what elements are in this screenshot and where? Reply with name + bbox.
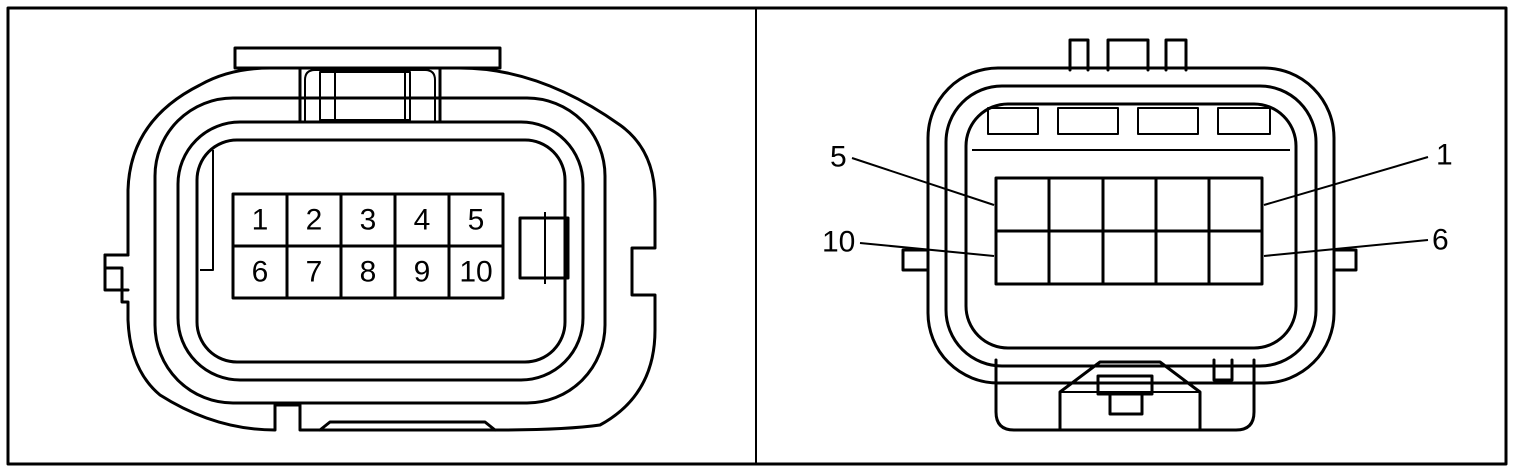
left-side-key	[518, 216, 570, 280]
pin-label: 7	[306, 256, 323, 289]
right-outer-body	[926, 66, 1336, 385]
right-inner-ring	[944, 84, 1318, 368]
right-connector-view: 5 10 1 6	[822, 38, 1453, 432]
pin-label: 2	[306, 204, 323, 237]
pin-label: 3	[360, 204, 377, 237]
left-bottom-tab	[318, 420, 497, 432]
right-pocket-4	[1217, 107, 1271, 135]
right-top-tab-2	[1106, 38, 1150, 72]
left-connector-view: 1 2 3 4 5 6 7 8 9 10	[103, 46, 657, 432]
right-top-tab-1	[1068, 38, 1090, 72]
right-pocket-1	[987, 107, 1039, 135]
callout-leader-6	[1263, 239, 1429, 257]
right-inner-ring-2	[964, 102, 1298, 350]
left-inner-ring	[153, 96, 607, 405]
left-side-lug	[103, 253, 130, 292]
right-bottom-latch	[994, 358, 1256, 432]
pin-label: 6	[252, 256, 269, 289]
right-side-ear-right	[1332, 248, 1358, 272]
right-top-tab-3	[1164, 38, 1188, 72]
left-top-latch	[233, 46, 502, 124]
callout-label-top-left: 5	[830, 141, 847, 174]
left-inner-ring-2	[176, 120, 585, 382]
callout-label-bottom-right: 6	[1432, 224, 1449, 257]
right-latch-ramp	[1058, 360, 1202, 432]
pin-label: 1	[252, 204, 269, 237]
pin-label: 10	[459, 256, 492, 289]
left-latch-slot	[319, 71, 411, 121]
right-pocket-3	[1137, 107, 1199, 135]
pin-label: 9	[414, 256, 431, 289]
callout-label-top-right: 1	[1436, 139, 1453, 172]
right-latch-catch-lower	[1108, 392, 1144, 416]
right-pocket-2	[1057, 107, 1119, 135]
left-outer-body	[103, 66, 657, 432]
left-latch-inner	[304, 69, 436, 122]
pin-label: 4	[414, 204, 431, 237]
right-bottom-notch	[1212, 358, 1234, 382]
left-cavity-slot	[200, 150, 214, 271]
right-side-ear-left	[901, 248, 930, 272]
callout-leader-1	[1263, 156, 1429, 206]
callout-leader-10	[859, 242, 995, 257]
callout-leader-5	[851, 157, 995, 206]
left-cavity	[195, 138, 567, 364]
pin-label: 5	[468, 204, 485, 237]
pin-label: 8	[360, 256, 377, 289]
callout-label-bottom-left: 10	[822, 226, 855, 259]
